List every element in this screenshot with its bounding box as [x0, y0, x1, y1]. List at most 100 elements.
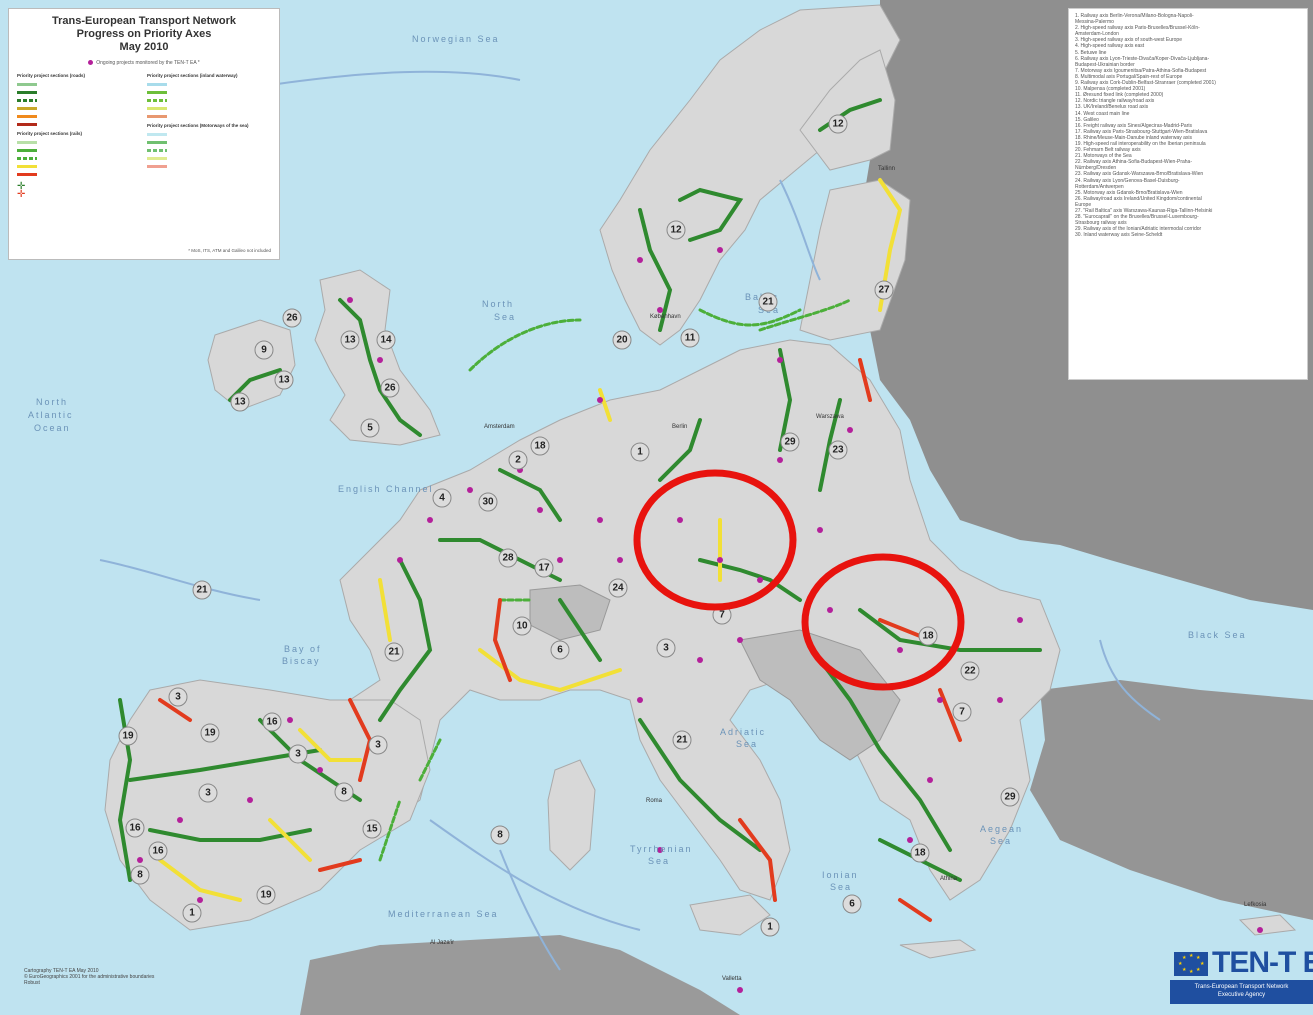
annotation-circle-central-europe[interactable] — [633, 469, 797, 611]
credit-line-3: Robust — [24, 980, 40, 986]
city-lefkosia: Lefkosia — [1244, 902, 1267, 908]
priority-project-marker: 19 — [200, 723, 220, 743]
legend-title-3: May 2010 — [119, 41, 169, 53]
marker-circle — [262, 712, 282, 732]
marker-circle — [550, 640, 570, 660]
logo-name: TEN-T EA — [1212, 946, 1313, 979]
project-list-item: 5. Betuwe line — [1075, 49, 1107, 56]
priority-project-marker: 1 — [760, 917, 780, 937]
swatch — [147, 98, 167, 102]
marker-circle — [512, 616, 532, 636]
priority-project-marker: 8 — [130, 865, 150, 885]
landmass-turkey — [1030, 680, 1313, 920]
project-list-item: 29. Railway axis of the Ionian/Adriatic … — [1075, 226, 1202, 233]
legend-head-motorways-of-sea: Priority project sections (Motorways of … — [147, 123, 249, 128]
priority-project-marker: 12 — [666, 220, 686, 240]
priority-project-marker: 19 — [256, 885, 276, 905]
marker-circle — [478, 492, 498, 512]
priority-project-marker: 16 — [125, 818, 145, 838]
airport-completed-icon: ✛ — [17, 180, 26, 192]
project-list-item: Nürnberg/Dresden — [1075, 165, 1117, 172]
marker-circle — [256, 885, 276, 905]
legend-row — [17, 170, 141, 178]
priority-project-marker: 21 — [672, 730, 692, 750]
city-warszawa: Warszawa — [816, 414, 844, 420]
marker-circle — [168, 687, 188, 707]
city-alger: Al Jaza'ir — [430, 940, 454, 946]
legend-row — [17, 120, 141, 128]
priority-project-marker: 21 — [384, 642, 404, 662]
priority-project-marker: 3 — [656, 638, 676, 658]
swatch — [17, 164, 37, 168]
project-list-item: 6. Railway axis Lyon-Trieste-Divača/Kope… — [1075, 55, 1210, 62]
eu-flag-icon: ★ ★ ★ ★ ★ ★ ★ ★ — [1174, 952, 1208, 976]
routes-in-progress — [378, 298, 852, 862]
marker-number: 29 — [1004, 792, 1016, 803]
marker-number: 3 — [175, 692, 181, 703]
project-list-item: 23. Railway axis Gdansk-Warszawa-Brno/Br… — [1075, 171, 1204, 178]
swatch — [147, 140, 167, 144]
legend-row: ✛ — [17, 180, 141, 192]
legend-row — [17, 104, 141, 112]
legend-row — [147, 162, 271, 170]
swatch — [17, 140, 37, 144]
marker-circle — [918, 626, 938, 646]
priority-project-marker: 18 — [918, 626, 938, 646]
marker-number: 18 — [922, 631, 934, 642]
legend-row — [17, 154, 141, 162]
priority-project-marker: 16 — [262, 712, 282, 732]
city-berlin: Berlin — [672, 424, 687, 430]
legend-row — [17, 112, 141, 120]
project-dot-icon — [88, 60, 94, 66]
marker-circle — [198, 783, 218, 803]
marker-number: 11 — [685, 333, 696, 344]
ten-t-ea-logo: ★ ★ ★ ★ ★ ★ ★ ★ TEN-T EA Trans-European … — [1170, 946, 1313, 1006]
marker-circle — [608, 578, 628, 598]
annotation-circle-balkans[interactable] — [801, 553, 965, 691]
legend-row — [147, 80, 271, 88]
marker-number: 9 — [261, 345, 267, 356]
priority-project-marker: 28 — [498, 548, 518, 568]
priority-project-marker: 29 — [780, 432, 800, 452]
project-list-item: Strasbourg railway axis — [1075, 220, 1127, 227]
legend-row — [17, 96, 141, 104]
airport-planned-icon: ✛ — [17, 188, 26, 200]
marker-circle — [125, 818, 145, 838]
priority-project-marker: 21 — [758, 292, 778, 312]
project-list-item: 2. High-speed railway axis Paris-Bruxell… — [1075, 25, 1200, 32]
swatch — [147, 90, 167, 94]
priority-project-marker: 30 — [478, 492, 498, 512]
land-ireland — [207, 319, 296, 411]
priority-project-marker: 12 — [828, 114, 848, 134]
marker-circle — [910, 843, 930, 863]
swatch — [17, 98, 37, 102]
legend-title-2: Progress on Priority Axes — [76, 28, 212, 40]
swatch — [17, 172, 37, 176]
project-list-item: 22. Railway axis Athina-Sofia-Budapest-W… — [1075, 159, 1192, 166]
project-list-item: 27. "Rail Baltica" axis Warszawa-Kaunas-… — [1075, 208, 1213, 214]
swatch — [147, 164, 167, 168]
marker-circle — [200, 723, 220, 743]
sea-label-atlantic-3: Ocean — [34, 423, 71, 433]
legend-title-1: Trans-European Transport Network — [52, 15, 236, 27]
marker-number: 19 — [260, 890, 272, 901]
swatch — [17, 106, 37, 110]
legend-row — [147, 146, 271, 154]
priority-project-marker: 5 — [360, 418, 380, 438]
marker-circle — [842, 894, 862, 914]
marker-circle — [490, 825, 510, 845]
priority-project-marker: 18 — [910, 843, 930, 863]
priority-project-marker: 3 — [198, 783, 218, 803]
marker-number: 8 — [497, 830, 503, 841]
legend-row — [147, 130, 271, 138]
project-list-item: 28. "Eurocaprail" on the Bruxelles/Bruss… — [1075, 214, 1199, 221]
city-kobenhavn: København — [650, 314, 681, 320]
routes-yellow — [158, 178, 903, 902]
marker-circle — [498, 548, 518, 568]
project-list-item: 11. Øresund fixed link (completed 2000) — [1075, 92, 1164, 99]
project-list-item: 7. Motorway axis Igoumenitsa/Patra-Athin… — [1075, 67, 1207, 74]
priority-project-marker: 16 — [148, 841, 168, 861]
priority-project-marker: 9 — [254, 340, 274, 360]
marker-circle — [360, 418, 380, 438]
legend-head-rails: Priority project sections (rails) — [17, 131, 83, 136]
